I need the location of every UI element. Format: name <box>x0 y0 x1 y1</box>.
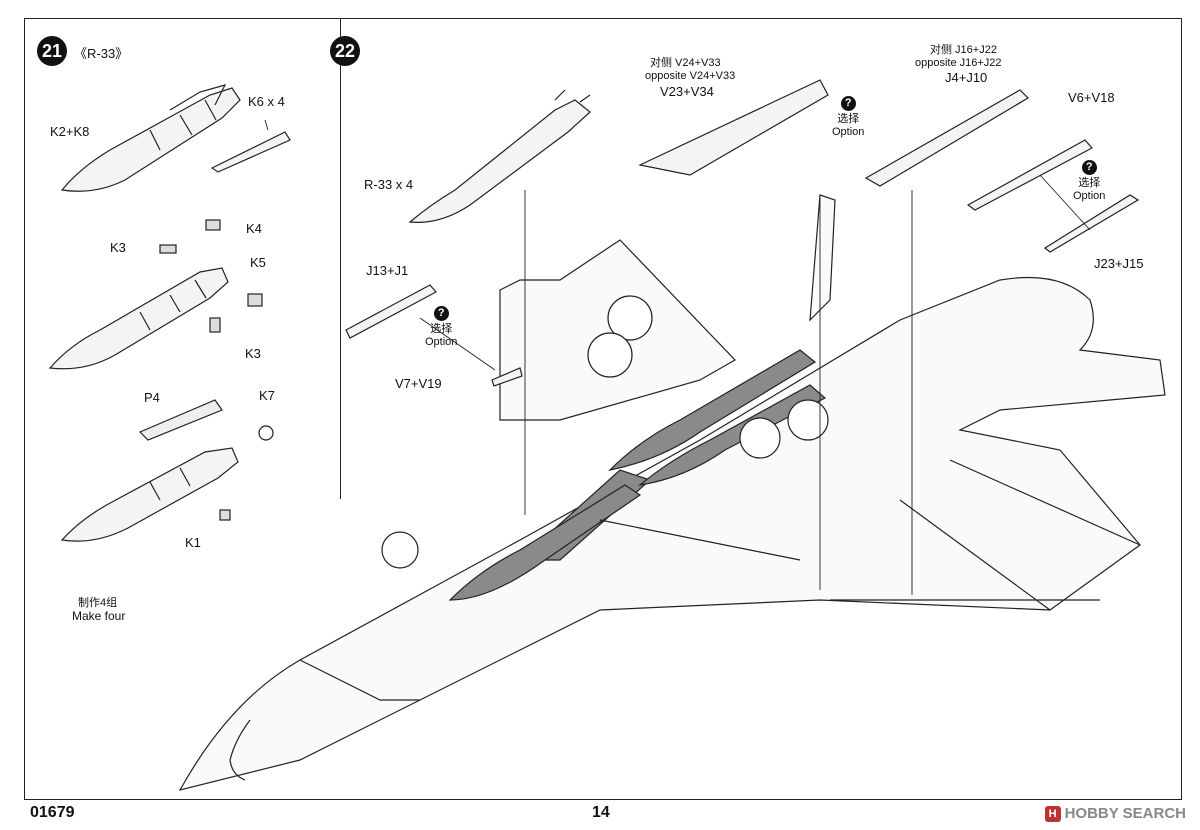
label-k3-b: K3 <box>245 346 261 361</box>
aircraft <box>178 194 1166 791</box>
label-k1: K1 <box>185 535 201 550</box>
label-k5: K5 <box>250 255 266 270</box>
page-frame <box>24 18 1182 800</box>
watermark-text: HOBBY SEARCH <box>1064 805 1186 822</box>
step-21-badge: 21 <box>37 36 67 66</box>
hobby-search-logo-icon: H <box>1044 805 1061 822</box>
k6-part <box>210 131 291 173</box>
k3-part-a <box>159 244 177 254</box>
label-v24-en: opposite V24+V33 <box>645 70 736 82</box>
label-k2-k8: K2+K8 <box>50 124 90 139</box>
label-p4: P4 <box>144 390 160 405</box>
note-cn: 制作4组 <box>78 597 118 609</box>
k7-part <box>258 425 274 441</box>
label-k6-x4: K6 x 4 <box>248 94 285 109</box>
page-number: 14 <box>592 804 610 821</box>
k5-part <box>247 293 263 307</box>
r33-missile-22 <box>408 89 591 223</box>
label-j16-en: opposite J16+J22 <box>915 57 1002 69</box>
label-j23-j15: J23+J15 <box>1094 256 1144 271</box>
label-k3-a: K3 <box>110 240 126 255</box>
v7-part <box>491 367 523 387</box>
label-r33-x4: R-33 x 4 <box>364 177 414 192</box>
missile-3 <box>60 447 239 542</box>
j4-part <box>864 89 1029 187</box>
option-callout-1: ? 选择 Option <box>832 96 864 139</box>
label-v24-cn: 对侧 V24+V33 <box>650 57 721 69</box>
product-code: 01679 <box>30 804 75 821</box>
v6-part <box>966 139 1093 211</box>
note-en: Make four <box>72 609 126 623</box>
k4-part <box>205 219 221 231</box>
p4-part <box>138 399 223 441</box>
label-v7-v19: V7+V19 <box>395 376 442 391</box>
v23-part <box>638 79 829 176</box>
label-v6-v18: V6+V18 <box>1068 90 1115 105</box>
label-v23-v34: V23+V34 <box>660 84 714 99</box>
question-mark-icon: ? <box>840 96 856 111</box>
step-22-badge: 22 <box>330 36 360 66</box>
question-mark-icon: ? <box>433 306 449 321</box>
label-k7: K7 <box>259 388 275 403</box>
option-cn: 选择 <box>1078 177 1101 189</box>
question-mark-icon: ? <box>1081 160 1097 175</box>
option-cn: 选择 <box>837 113 860 125</box>
label-k4: K4 <box>246 221 262 236</box>
k3-part-b <box>209 317 221 333</box>
option-cn: 选择 <box>430 323 453 335</box>
j23-part <box>1043 194 1140 253</box>
j13-part <box>345 284 437 339</box>
option-callout-3: ? 选择 Option <box>425 306 457 349</box>
watermark: H HOBBY SEARCH <box>1044 805 1186 822</box>
step-21-title: 《R-33》 <box>74 46 129 61</box>
option-en: Option <box>1073 190 1106 202</box>
panel-divider <box>340 19 341 499</box>
label-j13-j1: J13+J1 <box>366 263 409 278</box>
option-en: Option <box>425 336 458 348</box>
label-j4-j10: J4+J10 <box>945 70 988 85</box>
option-callout-2: ? 选择 Option <box>1073 160 1105 203</box>
missile-1 <box>60 84 241 192</box>
missile-2 <box>48 267 229 370</box>
label-j16-cn: 对侧 J16+J22 <box>930 44 997 56</box>
option-en: Option <box>832 126 865 138</box>
k1-part <box>219 509 231 521</box>
